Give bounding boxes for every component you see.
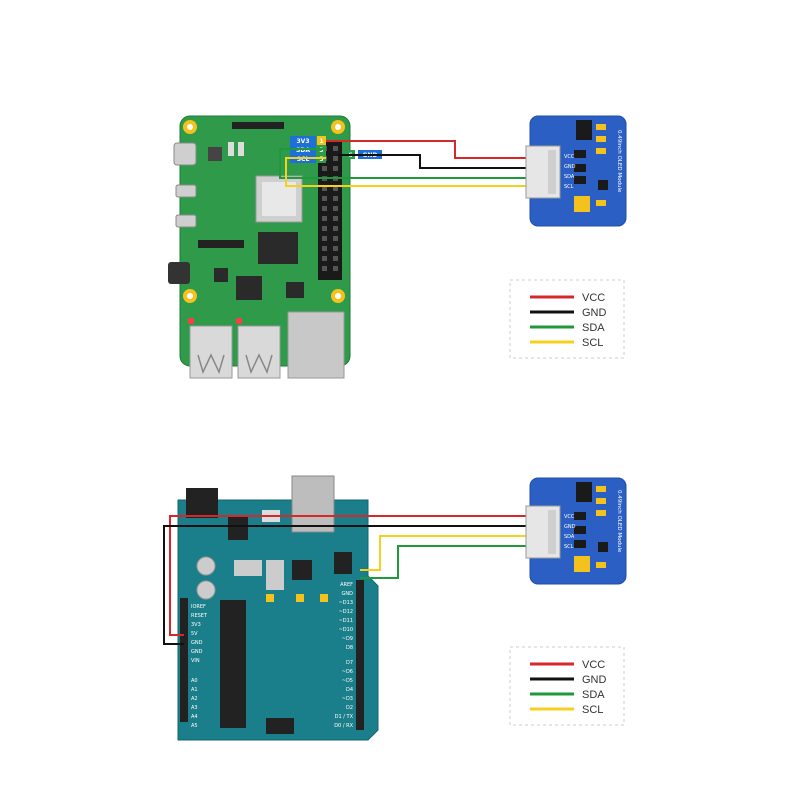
arduino-label-a5: A5: [191, 723, 198, 729]
rpi-pin-scl: SCL: [297, 156, 310, 163]
oled-bottom-label-vcc: VCC: [564, 514, 575, 520]
legend-top-vcc: VCC: [582, 292, 605, 304]
arduino-label-d3: ~D3: [342, 696, 353, 702]
legend-bottom-scl: SCL: [582, 704, 603, 716]
arduino-label-d8: D8: [346, 645, 353, 651]
arduino-label-d2: D2: [346, 705, 353, 711]
arduino-label-gnd-r: GND: [342, 591, 354, 597]
arduino-label-d5: ~D5: [342, 678, 353, 684]
arduino-label-5v: 5V: [191, 631, 198, 637]
arduino-label-a3: A3: [191, 705, 198, 711]
arduino-label-gnd-2: GND: [191, 649, 203, 655]
arduino-wire-scl: [360, 545, 530, 579]
arduino-right-labels: AREF GND ~D13 ~D12 ~D11 ~D10 ~D9 D8 D7 ~…: [334, 582, 353, 729]
oled-top-label-scl: SCL: [564, 184, 574, 190]
arduino-label-a4: A4: [191, 714, 198, 720]
arduino-label-d9: ~D9: [342, 636, 353, 642]
arduino-label-gnd-1: GND: [191, 640, 203, 646]
rpi-pin-3: 3: [319, 147, 323, 154]
arduino-label-vin: VIN: [191, 658, 200, 664]
rpi-pin-5: 5: [319, 156, 323, 163]
oled-module-bottom: VCC GND SDA SCL 0.49inch OLED Module: [525, 477, 627, 585]
arduino-wire-vcc: [169, 515, 530, 636]
legend-top: VCC GND SDA SCL: [509, 279, 625, 359]
rpi-pin-sda: SDA: [296, 147, 310, 154]
rpi-wire-vcc: [326, 140, 530, 159]
arduino-label-d7: D7: [346, 660, 353, 666]
rpi-wire-gnd: [338, 154, 530, 169]
oled-top-label-vcc: VCC: [564, 154, 575, 160]
arduino-label-reset: RESET: [191, 613, 208, 619]
arduino-board: [177, 475, 379, 741]
oled-bottom-title: 0.49inch OLED Module: [616, 490, 622, 553]
arduino-wires: [163, 515, 530, 645]
legend-top-gnd: GND: [582, 307, 607, 319]
legend-top-scl: SCL: [582, 337, 603, 349]
arduino-label-a0: A0: [191, 678, 198, 684]
legend-bottom-vcc: VCC: [582, 659, 605, 671]
arduino-label-d0: D0 / RX: [334, 723, 353, 729]
legend-bottom: VCC GND SDA SCL: [509, 646, 625, 726]
arduino-label-d4: D4: [346, 687, 353, 693]
arduino-wire-sda: [360, 535, 530, 571]
oled-module-top: VCC GND SDA SCL 0.49inch OLED Module: [525, 115, 627, 227]
oled-bottom-label-gnd: GND: [564, 524, 576, 530]
arduino-label-ioref: IOREF: [191, 604, 206, 610]
arduino-label-d12: ~D12: [339, 609, 353, 615]
rpi-wires: [279, 140, 530, 187]
arduino-left-labels: IOREF RESET 3V3 5V GND GND VIN A0 A1 A2 …: [191, 604, 208, 729]
arduino-wire-gnd: [163, 525, 530, 645]
arduino-label-d10: ~D10: [339, 627, 353, 633]
oled-top-title: 0.49inch OLED Module: [616, 130, 622, 193]
rpi-pin-1: 1: [319, 138, 323, 145]
rpi-pin-3v3: 3V3: [297, 138, 310, 145]
arduino-label-a2: A2: [191, 696, 198, 702]
oled-top-label-gnd: GND: [564, 164, 576, 170]
arduino-label-d13: ~D13: [339, 600, 353, 606]
legend-top-sda: SDA: [582, 322, 605, 334]
arduino-label-aref: AREF: [340, 582, 353, 588]
arduino-label-3v3: 3V3: [191, 622, 201, 628]
oled-top-label-sda: SDA: [564, 174, 575, 180]
arduino-label-d11: ~D11: [339, 618, 353, 624]
arduino-label-d6: ~D6: [342, 669, 353, 675]
legend-bottom-sda: SDA: [582, 689, 605, 701]
oled-bottom-label-scl: SCL: [564, 544, 574, 550]
rpi-wire-scl: [285, 157, 530, 187]
arduino-label-d1: D1 / TX: [335, 714, 354, 720]
rpi-wire-sda: [279, 148, 530, 179]
oled-bottom-label-sda: SDA: [564, 534, 575, 540]
arduino-label-a1: A1: [191, 687, 198, 693]
legend-bottom-gnd: GND: [582, 674, 607, 686]
